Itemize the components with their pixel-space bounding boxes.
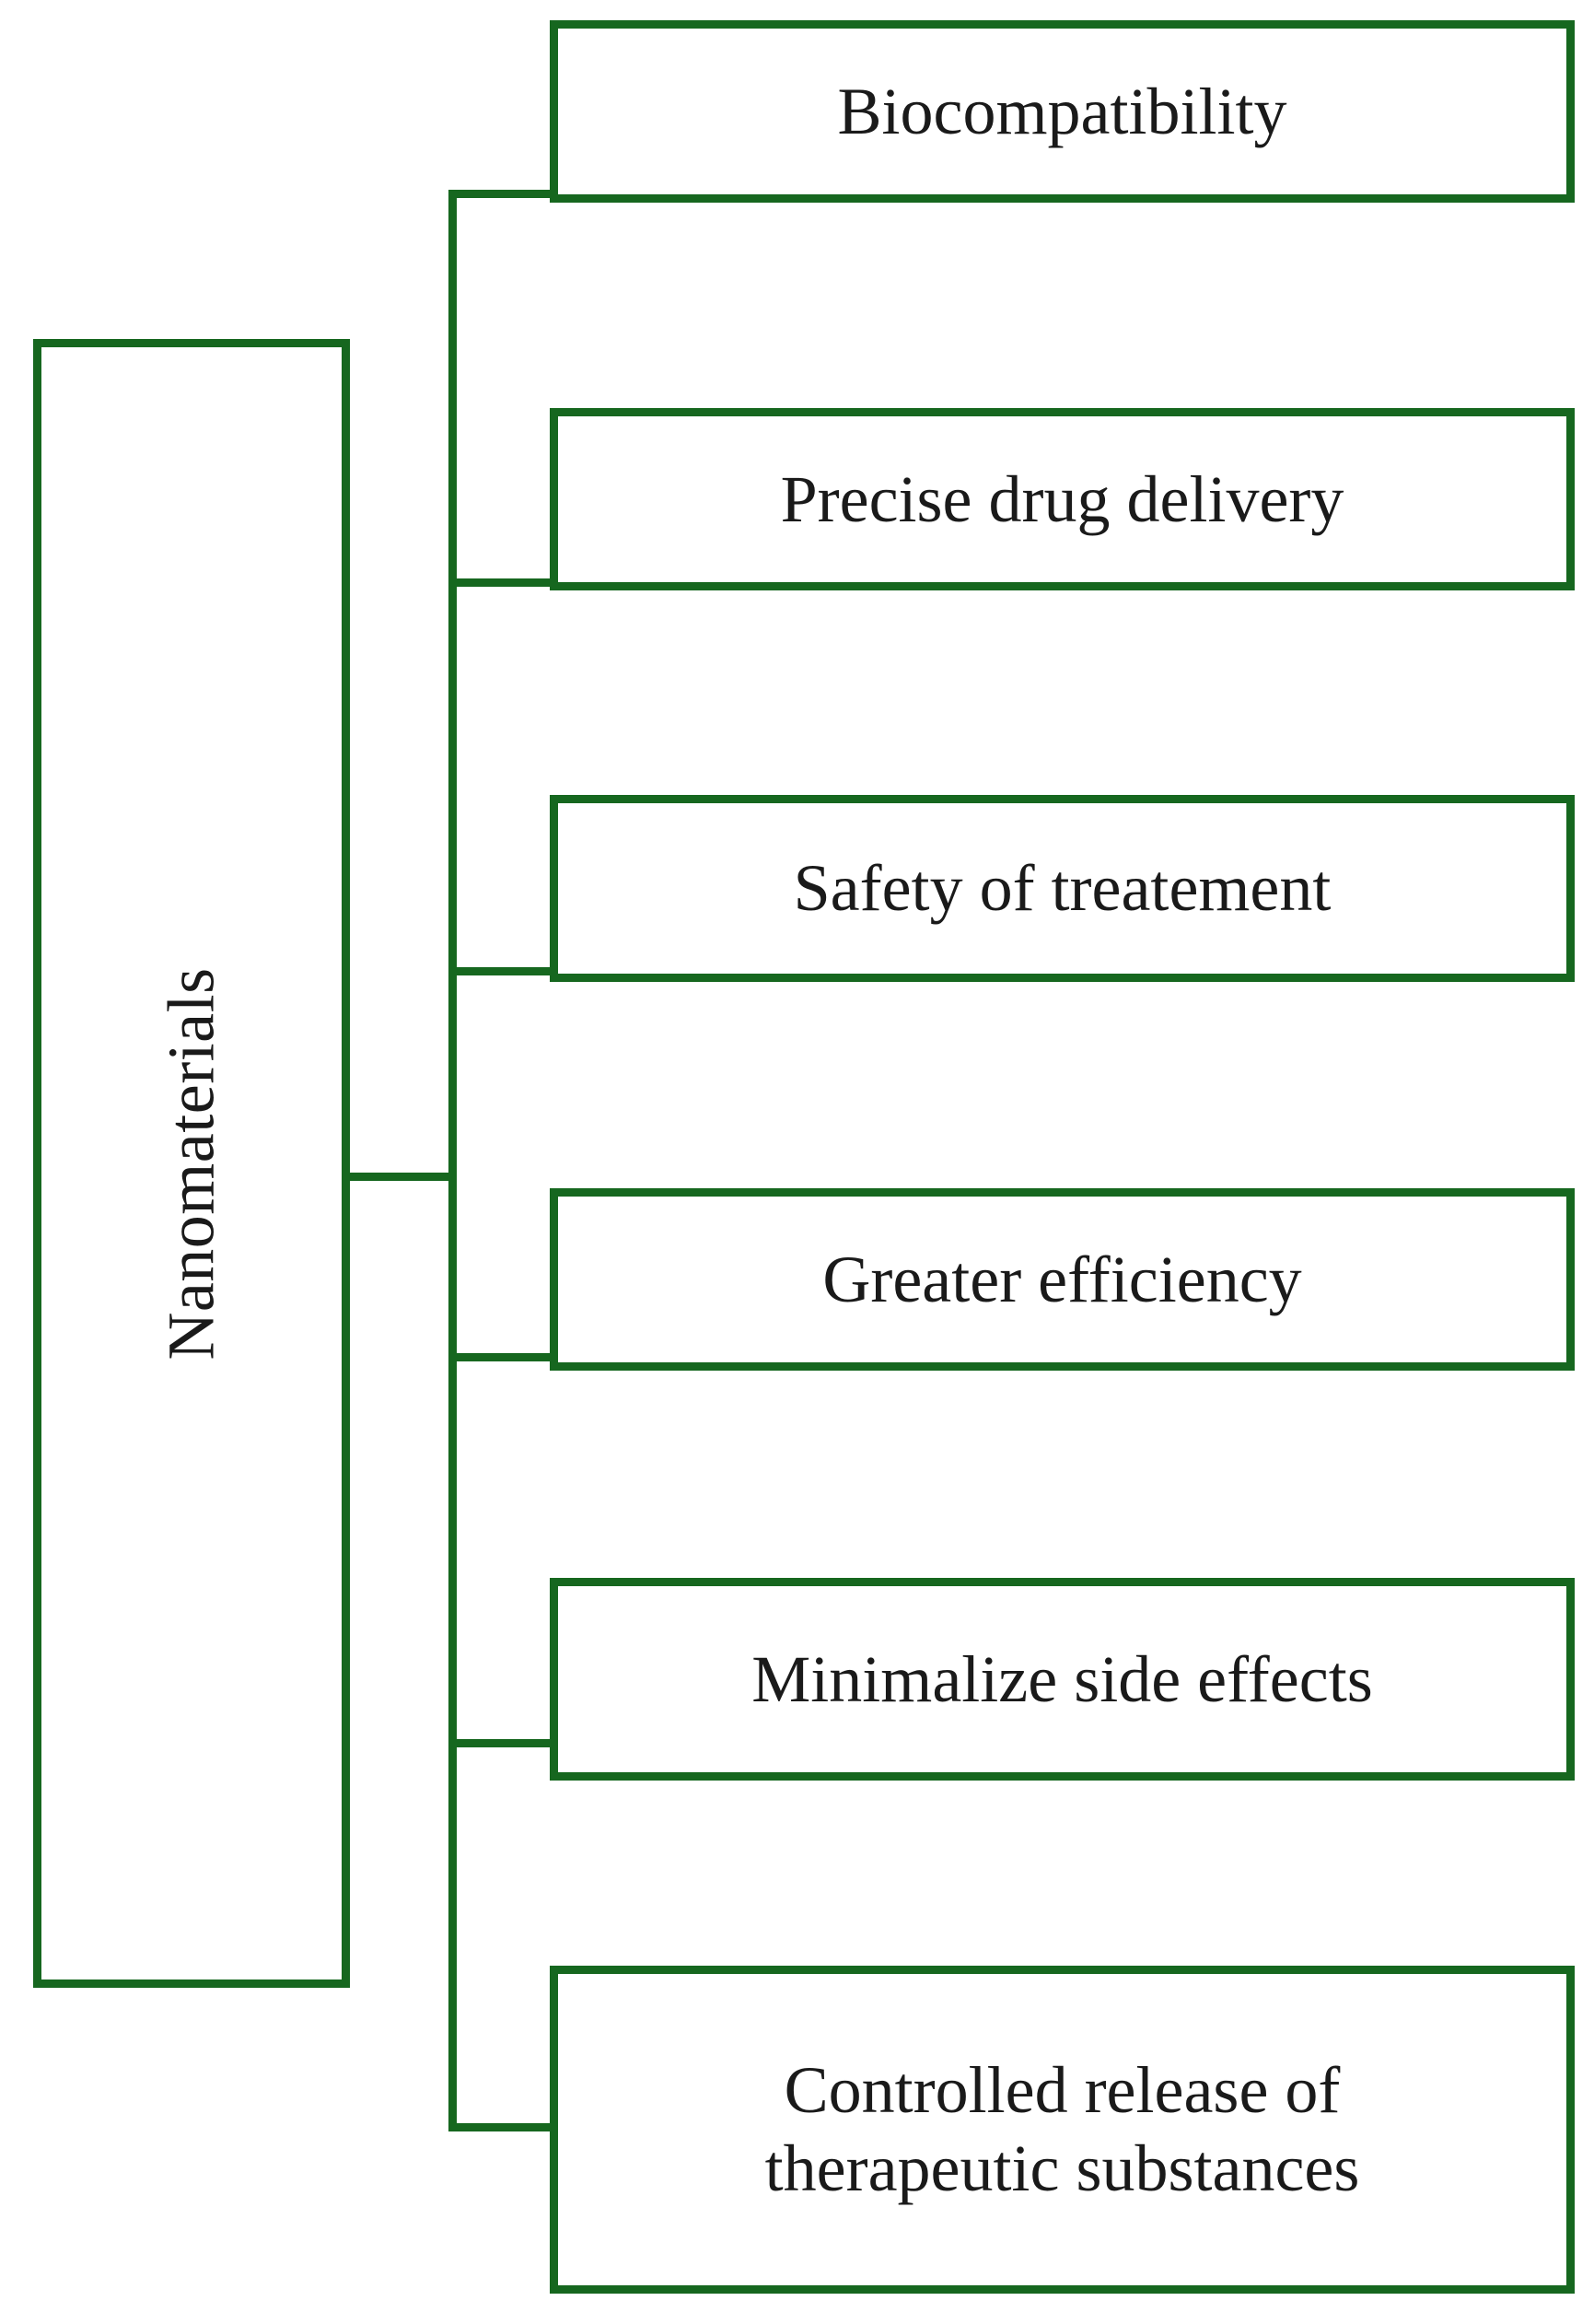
leaf-node-safety-of-treatement[interactable]: Safety of treatement — [550, 795, 1575, 982]
leaf-node-controlled-release[interactable]: Controlled release of therapeutic substa… — [550, 1966, 1575, 2294]
leaf-node-label-multiline: Controlled release of therapeutic substa… — [765, 2051, 1360, 2208]
leaf-node-biocompatibility[interactable]: Biocompatibility — [550, 20, 1575, 203]
leaf-node-precise-drug-delivery[interactable]: Precise drug delivery — [550, 408, 1575, 590]
leaf-node-greater-efficiency[interactable]: Greater efficiency — [550, 1188, 1575, 1371]
connector-branch-2 — [448, 578, 557, 587]
leaf-node-label: Minimalize side effects — [751, 1641, 1373, 1716]
leaf-node-label-line-1: Controlled release of — [784, 2053, 1341, 2128]
leaf-node-label: Biocompatibility — [837, 74, 1287, 148]
connector-branch-3 — [448, 967, 557, 975]
leaf-node-label: Safety of treatement — [793, 851, 1332, 926]
leaf-node-label: Greater efficiency — [822, 1242, 1302, 1316]
connector-branch-5 — [448, 1739, 557, 1747]
root-node-nanomaterials[interactable]: Nanomaterials — [33, 339, 350, 1988]
connector-branch-4 — [448, 1353, 557, 1361]
connector-branch-6 — [448, 2123, 557, 2131]
leaf-node-minimalize-side-effects[interactable]: Minimalize side effects — [550, 1578, 1575, 1781]
leaf-node-label: Precise drug delivery — [780, 461, 1344, 536]
connector-branch-1 — [448, 190, 557, 198]
leaf-node-label-line-2: therapeutic substances — [764, 2131, 1360, 2205]
root-node-label: Nanomaterials — [154, 966, 228, 1361]
connector-spine — [448, 190, 457, 2131]
connector-root-stub — [342, 1173, 457, 1181]
